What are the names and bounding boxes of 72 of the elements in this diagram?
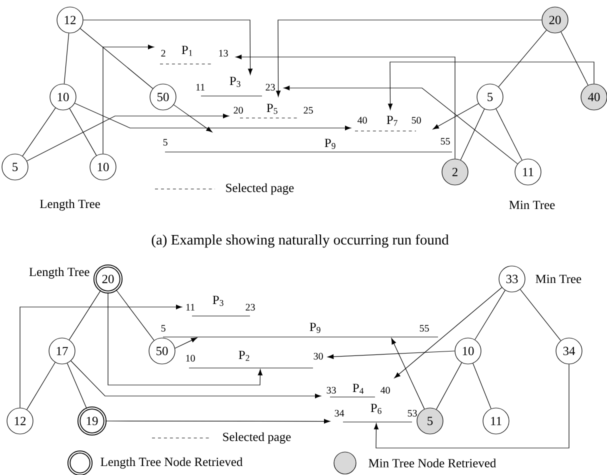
arrow <box>102 44 154 154</box>
legend-text: Selected page <box>226 183 294 195</box>
tree-edge <box>69 108 97 156</box>
arrow <box>20 304 182 408</box>
tree-edge <box>460 108 485 160</box>
tree-node: 10 <box>454 338 482 364</box>
tree-node: 12 <box>56 6 84 34</box>
arrow <box>236 54 456 159</box>
tree-edge <box>22 108 56 156</box>
arrow <box>391 338 425 410</box>
tree-edge <box>116 289 154 341</box>
tree-edge <box>560 32 588 86</box>
arrow <box>26 114 230 162</box>
arrow <box>105 419 330 424</box>
arrow <box>83 20 253 75</box>
page-segment: 2 P$_{1}$ 13 <box>160 46 228 64</box>
tree-node: 17 <box>48 338 76 364</box>
tree-edge <box>474 290 506 340</box>
tree-edge <box>68 290 102 340</box>
tree-node: 50 <box>148 338 176 364</box>
arrow <box>374 364 570 448</box>
page-segment: 20 P$_{5}$ 25 <box>234 104 313 118</box>
page-segment: 34 P$_{6}$ 53 <box>334 404 417 422</box>
caption: (a) Example showing naturally occurring run found <box>152 234 449 248</box>
arrow <box>108 292 262 386</box>
tree-node: 5 <box>2 154 28 180</box>
tree-edge <box>66 362 87 409</box>
tree-node: 40 <box>580 84 607 110</box>
tree-edge <box>472 363 492 409</box>
tree-edge <box>498 30 547 88</box>
tree-node: 33 <box>498 266 526 292</box>
page-segment: 11 P$_{3}$ 23 <box>196 76 275 96</box>
tree-edge <box>26 362 56 410</box>
arrow <box>74 102 351 130</box>
tree-edge <box>80 28 154 89</box>
legend-text: Length Tree Node Retrieved <box>100 457 243 469</box>
arrow <box>284 86 518 164</box>
arrow <box>173 104 212 132</box>
tree-node: 2 <box>442 158 468 186</box>
arrow <box>276 20 542 97</box>
legend-text: Min Tree Node Retrieved <box>368 458 496 468</box>
tree-node: 5 <box>476 84 504 110</box>
tree-node: 19 <box>77 406 107 436</box>
tree-node: 12 <box>6 408 34 434</box>
arrow <box>328 350 455 359</box>
tree-node: 50 <box>150 84 176 110</box>
tree-node: 34 <box>556 338 582 364</box>
tree-edge <box>64 32 70 84</box>
page-segment: 5 P$_{9}$ 55 <box>161 322 438 338</box>
legend-text: Selected page <box>223 432 291 444</box>
tree-label: Length Tree <box>40 199 100 211</box>
tree-label: Min Tree <box>509 200 555 210</box>
page-segment: 5 P$_{9}$ 55 <box>163 138 452 152</box>
tree-edge <box>436 362 462 410</box>
arrow <box>70 360 321 398</box>
tree-node: 11 <box>482 408 510 434</box>
arrow <box>174 338 198 349</box>
tree-node: 10 <box>50 84 76 110</box>
tree-edge <box>496 108 522 160</box>
tree-edge <box>520 289 562 341</box>
page-segment: 11 P$_{3}$ 23 <box>186 296 255 316</box>
page-segment: 40 P$_{7}$ 50 <box>354 116 421 132</box>
tree-node: 20 <box>542 6 568 34</box>
tree-node: 20 <box>93 264 123 294</box>
arrow <box>388 62 594 110</box>
arrow <box>394 287 502 378</box>
arrow <box>432 103 479 130</box>
page-segment: 10 P$_{2}$ 30 <box>186 350 323 368</box>
tree-node: 5 <box>416 408 444 434</box>
tree-node: 11 <box>514 158 542 186</box>
tree-node: 10 <box>90 154 116 180</box>
page-segment: 33 P$_{4}$ 40 <box>326 384 390 398</box>
